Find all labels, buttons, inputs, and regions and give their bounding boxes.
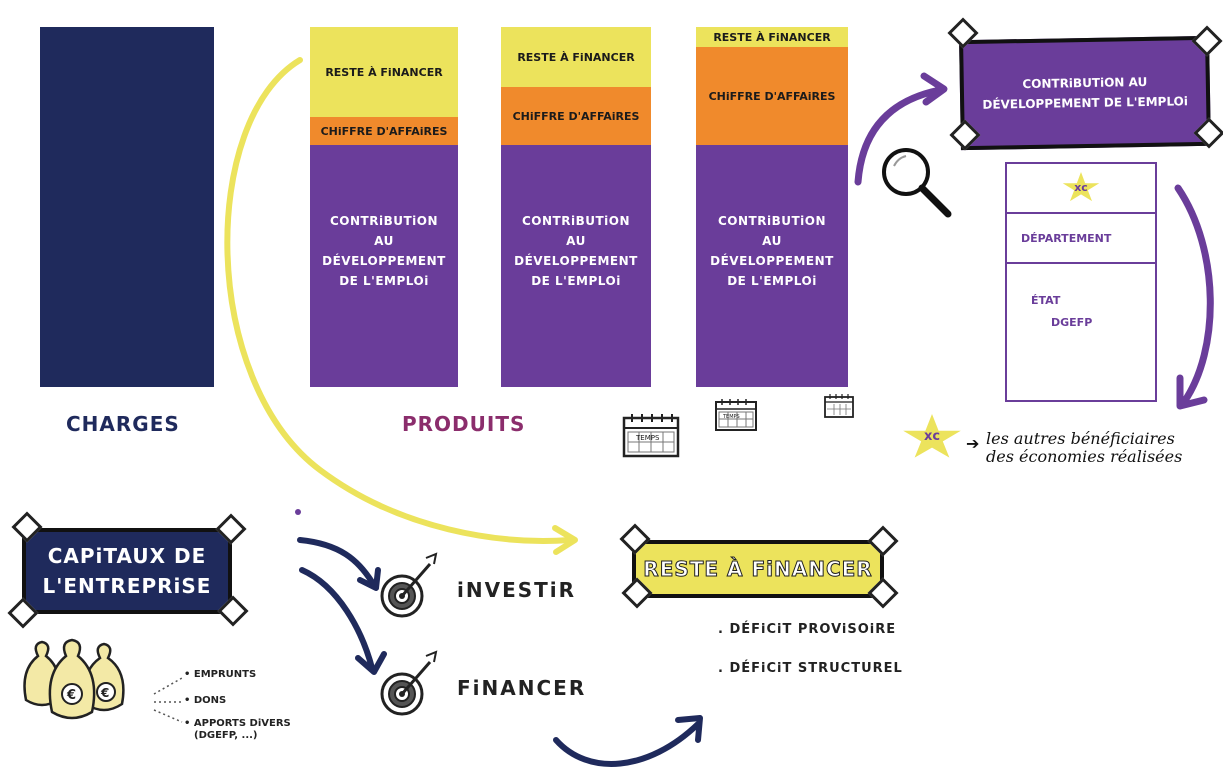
beneficiaires-line1: les autres bénéficiaires xyxy=(986,429,1175,448)
contribution-segment: CONTRiBUTiON AU DÉVELOPPEMENT DE L'EMPLO… xyxy=(310,145,458,387)
capitaux-item: • APPORTS DiVERS xyxy=(184,718,291,729)
etat-label: ÉTAT xyxy=(1031,294,1061,307)
departement-label: DÉPARTEMENT xyxy=(1021,231,1112,245)
chiffre-segment: CHiFFRE D'AFFAiRES xyxy=(310,117,458,145)
svg-text:TEMPS: TEMPS xyxy=(635,434,660,442)
reste-items: . DÉFiCiT PROViSOiRE . DÉFiCiT STRUCTURE… xyxy=(718,622,903,676)
chiffre-segment: CHiFFRE D'AFFAiRES xyxy=(696,47,848,145)
produits-column-3: RESTE À FiNANCER CHiFFRE D'AFFAiRES CONT… xyxy=(696,27,848,387)
capitaux-item: (DGEFP, ...) xyxy=(194,730,258,741)
produits-column-2: RESTE À FiNANCER CHiFFRE D'AFFAiRES CONT… xyxy=(501,27,651,387)
money-bags-icon: € € xyxy=(23,638,125,720)
reste-banner-title: RESTE À FiNANCER xyxy=(643,557,873,582)
purple-curved-arrow-icon xyxy=(1174,184,1214,410)
svg-text:€: € xyxy=(66,688,76,703)
cde-logo-row: xc xyxy=(1007,164,1155,214)
magnifier-icon xyxy=(882,148,952,218)
cde-structure-box: xc DÉPARTEMENT ÉTAT DGEFP xyxy=(1005,162,1157,402)
financer-label: FiNANCER xyxy=(457,676,587,700)
beneficiaires-line2: des économies réalisées xyxy=(986,447,1183,466)
beneficiaires-text: les autres bénéficiaires des économies r… xyxy=(986,430,1182,466)
cde-banner: CONTRiBUTiON AU DÉVELOPPEMENT DE L'EMPLO… xyxy=(959,35,1211,151)
produits-column-1: RESTE À FiNANCER CHiFFRE D'AFFAiRES CONT… xyxy=(310,27,458,387)
capitaux-item: • EMPRUNTS xyxy=(184,669,257,680)
departement-row: DÉPARTEMENT xyxy=(1007,214,1155,264)
navy-arrow-icon xyxy=(553,715,703,767)
cde-banner-line2: DÉVELOPPEMENT DE L'EMPLOi xyxy=(982,94,1189,112)
reste-segment: RESTE À FiNANCER xyxy=(501,27,651,87)
purple-arrow-icon xyxy=(854,72,948,186)
navy-arrows-icon xyxy=(295,509,387,675)
charges-column xyxy=(40,27,214,387)
etat-row: ÉTAT DGEFP xyxy=(1007,264,1155,334)
calendar-icon xyxy=(824,394,854,418)
investir-label: iNVESTiR xyxy=(457,578,577,602)
charges-label: CHARGES xyxy=(66,412,180,436)
capitaux-banner: CAPiTAUX DE L'ENTREPRiSE xyxy=(22,528,232,614)
star-logo-icon: xc xyxy=(1062,172,1100,202)
arrow-right-icon: ➔ xyxy=(966,434,980,453)
capitaux-line1: CAPiTAUX DE xyxy=(47,544,207,568)
svg-text:€: € xyxy=(100,686,109,700)
reste-segment: RESTE À FiNANCER xyxy=(310,27,458,117)
dotted-connectors-icon xyxy=(153,677,183,723)
reste-item: . DÉFiCiT PROViSOiRE xyxy=(718,622,897,637)
capitaux-items: • EMPRUNTS • DONS • APPORTS DiVERS (DGEF… xyxy=(184,666,291,742)
calendar-icon: TEMPS xyxy=(715,399,757,431)
target-icon xyxy=(380,650,438,716)
produits-label: PRODUITS xyxy=(402,412,526,436)
contribution-segment: CONTRiBUTiON AU DÉVELOPPEMENT DE L'EMPLO… xyxy=(696,145,848,387)
svg-text:TEMPS: TEMPS xyxy=(722,414,740,420)
contribution-segment: CONTRiBUTiON AU DÉVELOPPEMENT DE L'EMPLO… xyxy=(501,145,651,387)
chiffre-segment: CHiFFRE D'AFFAiRES xyxy=(501,87,651,145)
reste-banner: RESTE À FiNANCER xyxy=(632,540,884,598)
capitaux-item: • DONS xyxy=(184,695,227,706)
dgefp-label: DGEFP xyxy=(1051,316,1093,329)
target-icon xyxy=(380,552,438,618)
calendar-icon: TEMPS xyxy=(622,414,680,458)
reste-segment: RESTE À FiNANCER xyxy=(696,27,848,47)
reste-item: . DÉFiCiT STRUCTUREL xyxy=(718,661,903,676)
capitaux-line2: L'ENTREPRiSE xyxy=(42,574,212,598)
